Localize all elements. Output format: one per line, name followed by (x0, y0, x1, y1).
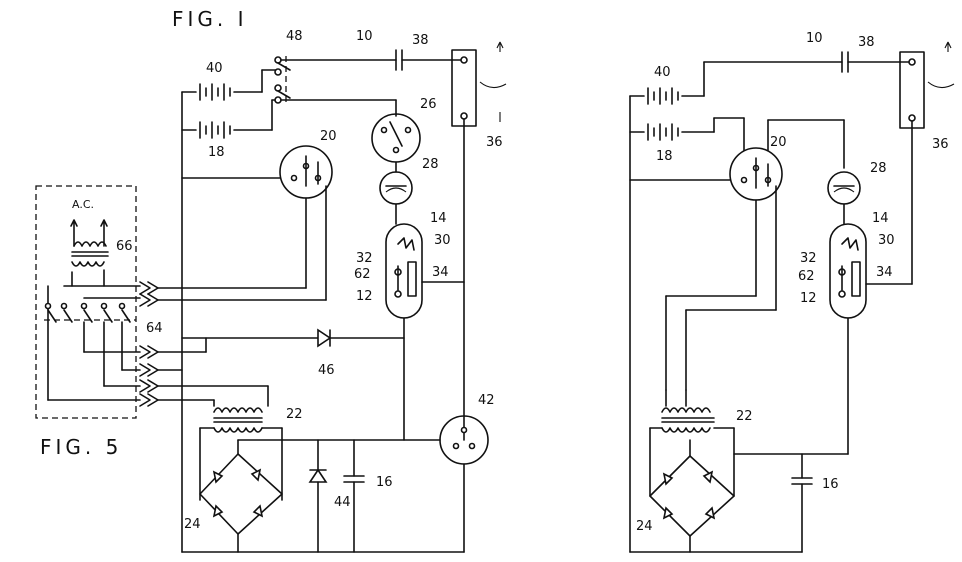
transformer-22-right (661, 407, 715, 433)
lamp-28 (379, 171, 413, 205)
label-24-right: 24 (636, 519, 653, 534)
label-18: 18 (208, 145, 225, 160)
capacitor-38 (395, 49, 403, 71)
label-44: 44 (334, 495, 351, 510)
label-34-right: 34 (876, 265, 893, 280)
label-32: 32 (356, 251, 373, 266)
label-30: 30 (434, 233, 451, 248)
fig1-title: FIG. I (172, 7, 248, 31)
relay-14 (385, 223, 423, 319)
bridge-rectifier-24-right (649, 455, 735, 537)
label-38: 38 (412, 33, 429, 48)
label-14: 14 (430, 211, 447, 226)
label-10: 10 (356, 29, 373, 44)
label-40-right: 40 (654, 65, 671, 80)
figure-1: FIG. I (157, 7, 507, 553)
label-62: 62 (354, 267, 371, 282)
capacitor-16 (343, 439, 365, 553)
tube-20 (279, 145, 333, 199)
label-20-right: 20 (770, 135, 787, 150)
capacitor-38-right (841, 51, 849, 73)
device-36 (451, 41, 507, 127)
label-12: 12 (356, 289, 373, 304)
figure-right: 10 38 40 18 20 36 28 14 30 32 62 34 12 2… (629, 31, 955, 553)
label-22-right: 22 (736, 409, 753, 424)
label-16: 16 (376, 475, 393, 490)
label-48: 48 (286, 29, 303, 44)
diode-46 (317, 328, 332, 348)
capacitor-16-right (791, 453, 813, 553)
switch-48 (261, 56, 291, 131)
label-10-right: 10 (806, 31, 823, 46)
switch-64 (44, 269, 141, 401)
label-16-right: 16 (822, 477, 839, 492)
battery-18-right (629, 123, 715, 141)
transformer-66 (71, 241, 109, 267)
transformer-22 (213, 407, 263, 433)
label-36-right: 36 (932, 137, 949, 152)
label-32-right: 32 (800, 251, 817, 266)
label-64: 64 (146, 321, 163, 336)
label-28-right: 28 (870, 161, 887, 176)
battery-40 (181, 83, 263, 101)
label-46: 46 (318, 363, 335, 378)
lamp-28-right (827, 171, 861, 205)
relay-14-right (829, 223, 867, 319)
label-38-right: 38 (858, 35, 875, 50)
label-22: 22 (286, 407, 303, 422)
label-66: 66 (116, 239, 133, 254)
label-12-right: 12 (800, 291, 817, 306)
label-24: 24 (184, 517, 201, 532)
battery-18 (181, 121, 273, 139)
label-42: 42 (478, 393, 495, 408)
tube-20-right (729, 147, 783, 201)
tube-26 (371, 113, 421, 163)
device-36-right (899, 41, 955, 129)
label-62-right: 62 (798, 269, 815, 284)
figure-5: A.C. 66 FIG. 5 (35, 185, 163, 459)
fig5-title: FIG. 5 (40, 435, 122, 459)
label-20: 20 (320, 129, 337, 144)
label-14-right: 14 (872, 211, 889, 226)
label-26: 26 (420, 97, 437, 112)
label-28: 28 (422, 157, 439, 172)
label-ac: A.C. (72, 198, 94, 211)
bridge-rectifier-24 (199, 453, 283, 535)
label-30-right: 30 (878, 233, 895, 248)
battery-40-right (629, 87, 705, 105)
label-34: 34 (432, 265, 449, 280)
diode-44 (308, 439, 328, 553)
label-36: 36 (486, 135, 503, 150)
label-18-right: 18 (656, 149, 673, 164)
label-40: 40 (206, 61, 223, 76)
connector-plugs (139, 281, 159, 407)
